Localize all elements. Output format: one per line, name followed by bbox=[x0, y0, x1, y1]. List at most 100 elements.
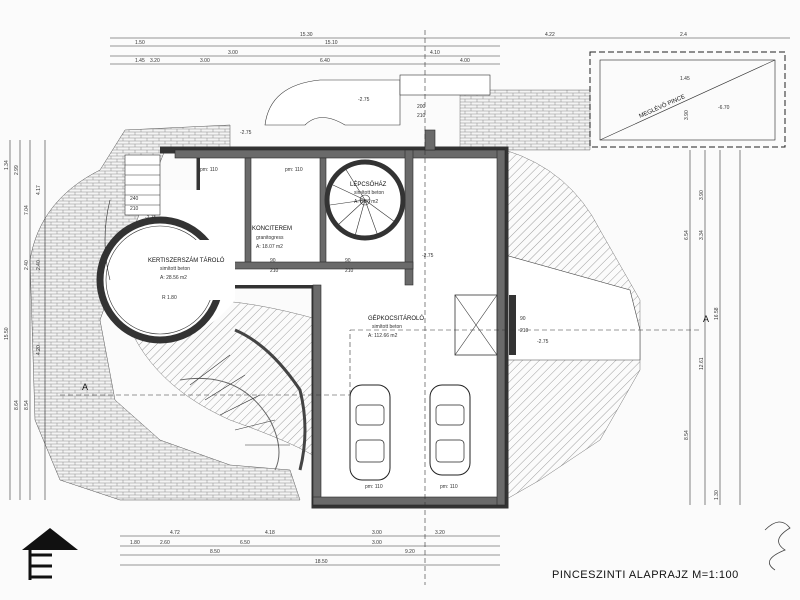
dimension-label: 18.50 bbox=[315, 559, 328, 565]
stair-east-wall bbox=[404, 149, 414, 286]
floor-mark: pm: 110 bbox=[285, 167, 303, 173]
dimension-lines bbox=[9, 37, 790, 566]
dimension-label: 8.50 bbox=[210, 549, 220, 555]
garage-floor: simított beton bbox=[372, 324, 402, 330]
dimension-label: 3.00 bbox=[200, 58, 210, 64]
floor-mark: pm: 110 bbox=[365, 484, 383, 490]
dimension-label: 2.60 bbox=[160, 540, 170, 546]
dimension-label: 1.30 bbox=[714, 490, 720, 500]
floor-mark: pm: 110 bbox=[440, 484, 458, 490]
brick-paving bbox=[29, 124, 301, 501]
dimension-label: 3.00 bbox=[372, 530, 382, 536]
dimension-label: 6.54 bbox=[684, 230, 690, 240]
dimension-label: 1.50 bbox=[135, 40, 145, 46]
dimension-label: 4.22 bbox=[545, 32, 555, 38]
dimension-label: 8.64 bbox=[14, 400, 20, 410]
door-height: 210 bbox=[270, 268, 279, 274]
dimension-label: 8.54 bbox=[24, 400, 30, 410]
north-wall bbox=[174, 149, 506, 159]
staircase-area: A: 8.06 m2 bbox=[354, 199, 378, 205]
chimney bbox=[424, 129, 436, 151]
north-arrow-icon bbox=[22, 528, 78, 580]
dimension-label: 7.04 bbox=[24, 205, 30, 215]
floor-mark: pm: 110 bbox=[200, 167, 218, 173]
boiler-room-name: KONCITEREM bbox=[252, 226, 292, 232]
boiler-room-floor: granitogress bbox=[256, 235, 284, 241]
dimension-label: 6.40 bbox=[320, 58, 330, 64]
tool-storage-floor: simított beton bbox=[160, 266, 190, 272]
tool-storage-name: KERTISZERSZÁM TÁROLÓ bbox=[148, 257, 225, 264]
level-mark: -6.70 bbox=[718, 105, 730, 111]
staircase-floor: simított beton bbox=[354, 190, 384, 196]
dimension-label: 1.45 bbox=[680, 76, 690, 82]
garage-name: GÉPKOCSITÁROLÓ bbox=[368, 315, 424, 322]
level-mark: -2.75 bbox=[537, 339, 549, 345]
dimension-label: 4.72 bbox=[170, 530, 180, 536]
mid-wall bbox=[224, 261, 414, 270]
dimension-label: 4.00 bbox=[460, 58, 470, 64]
level-mark: -2.75 bbox=[358, 97, 370, 103]
dimension-label: 6.50 bbox=[240, 540, 250, 546]
garage-east-wall bbox=[496, 149, 506, 506]
dimension-label: 8.54 bbox=[684, 430, 690, 440]
level-mark: -2.75 bbox=[240, 130, 252, 136]
section-marker-right: A bbox=[703, 314, 709, 324]
dimension-label: 2.40 bbox=[36, 260, 42, 270]
dimension-label: 3.20 bbox=[435, 530, 445, 536]
garage-door-lintel bbox=[509, 295, 516, 355]
door-height: 210 bbox=[345, 268, 354, 274]
staircase-name: LÉPCSŐHÁZ bbox=[350, 181, 387, 188]
car-right bbox=[429, 384, 471, 476]
dimension-label: 16.58 bbox=[714, 307, 720, 320]
sheet-title: PINCESZINTI ALAPRAJZ M=1:100 bbox=[552, 569, 739, 581]
dimension-label: 2.40 bbox=[24, 260, 30, 270]
level-mark: -2.75 bbox=[422, 253, 434, 259]
dimension-label: 3.20 bbox=[150, 58, 160, 64]
dimension-label: 9.20 bbox=[405, 549, 415, 555]
tool-storage-area: A: 28.56 m2 bbox=[160, 275, 187, 281]
dimension-label: 3.00 bbox=[372, 540, 382, 546]
dimension-label: 1.80 bbox=[130, 540, 140, 546]
door-width: 200 bbox=[417, 104, 426, 110]
dimension-label: 15.10 bbox=[325, 40, 338, 46]
dimension-label: 12.61 bbox=[699, 357, 705, 370]
tool-storage-radius: R 1.80 bbox=[162, 295, 177, 301]
door-width: 90 bbox=[520, 316, 526, 322]
stair-ramp bbox=[459, 89, 591, 151]
dimension-label: 3.00 bbox=[228, 50, 238, 56]
dimension-label: 4.17 bbox=[36, 185, 42, 195]
garage-south-wall bbox=[312, 496, 506, 506]
existing-cellar-outline bbox=[589, 51, 786, 148]
level-mark: -2.75 bbox=[145, 215, 157, 221]
outdoor-spiral-stair bbox=[264, 79, 401, 126]
dimension-label: 3.90 bbox=[699, 190, 705, 200]
dimension-label: 1.34 bbox=[4, 160, 10, 170]
entrance-slab bbox=[399, 74, 491, 96]
dimension-label: 3.34 bbox=[699, 230, 705, 240]
boiler-east-wall bbox=[319, 157, 327, 269]
door-height: 210 bbox=[520, 328, 529, 334]
signature bbox=[764, 521, 791, 571]
garage-area: A: 112.66 m2 bbox=[368, 333, 398, 339]
existing-cellar-name: MEGLÉVŐ PINCE bbox=[638, 93, 686, 120]
dimension-label: 15.50 bbox=[4, 327, 10, 340]
dimension-label: 3.90 bbox=[684, 110, 690, 120]
dimension-label: 2.4 bbox=[680, 32, 687, 38]
dimension-label: 4.18 bbox=[265, 530, 275, 536]
dimension-label: 4.20 bbox=[36, 345, 42, 355]
boiler-room-area: A: 18.07 m2 bbox=[256, 244, 283, 250]
section-marker-left: A bbox=[82, 382, 88, 392]
car-left bbox=[349, 384, 391, 481]
dimension-label: 2.99 bbox=[14, 165, 20, 175]
door-height: 210 bbox=[417, 113, 426, 119]
door-width: 90 bbox=[345, 258, 351, 264]
door-width: 90 bbox=[270, 258, 276, 264]
dimension-label: 4.10 bbox=[430, 50, 440, 56]
door-width: 240 bbox=[130, 196, 139, 202]
door-height: 210 bbox=[130, 206, 139, 212]
dimension-label: 1.45 bbox=[135, 58, 145, 64]
garage-door-opening bbox=[454, 294, 498, 356]
boiler-west-wall bbox=[244, 157, 252, 269]
